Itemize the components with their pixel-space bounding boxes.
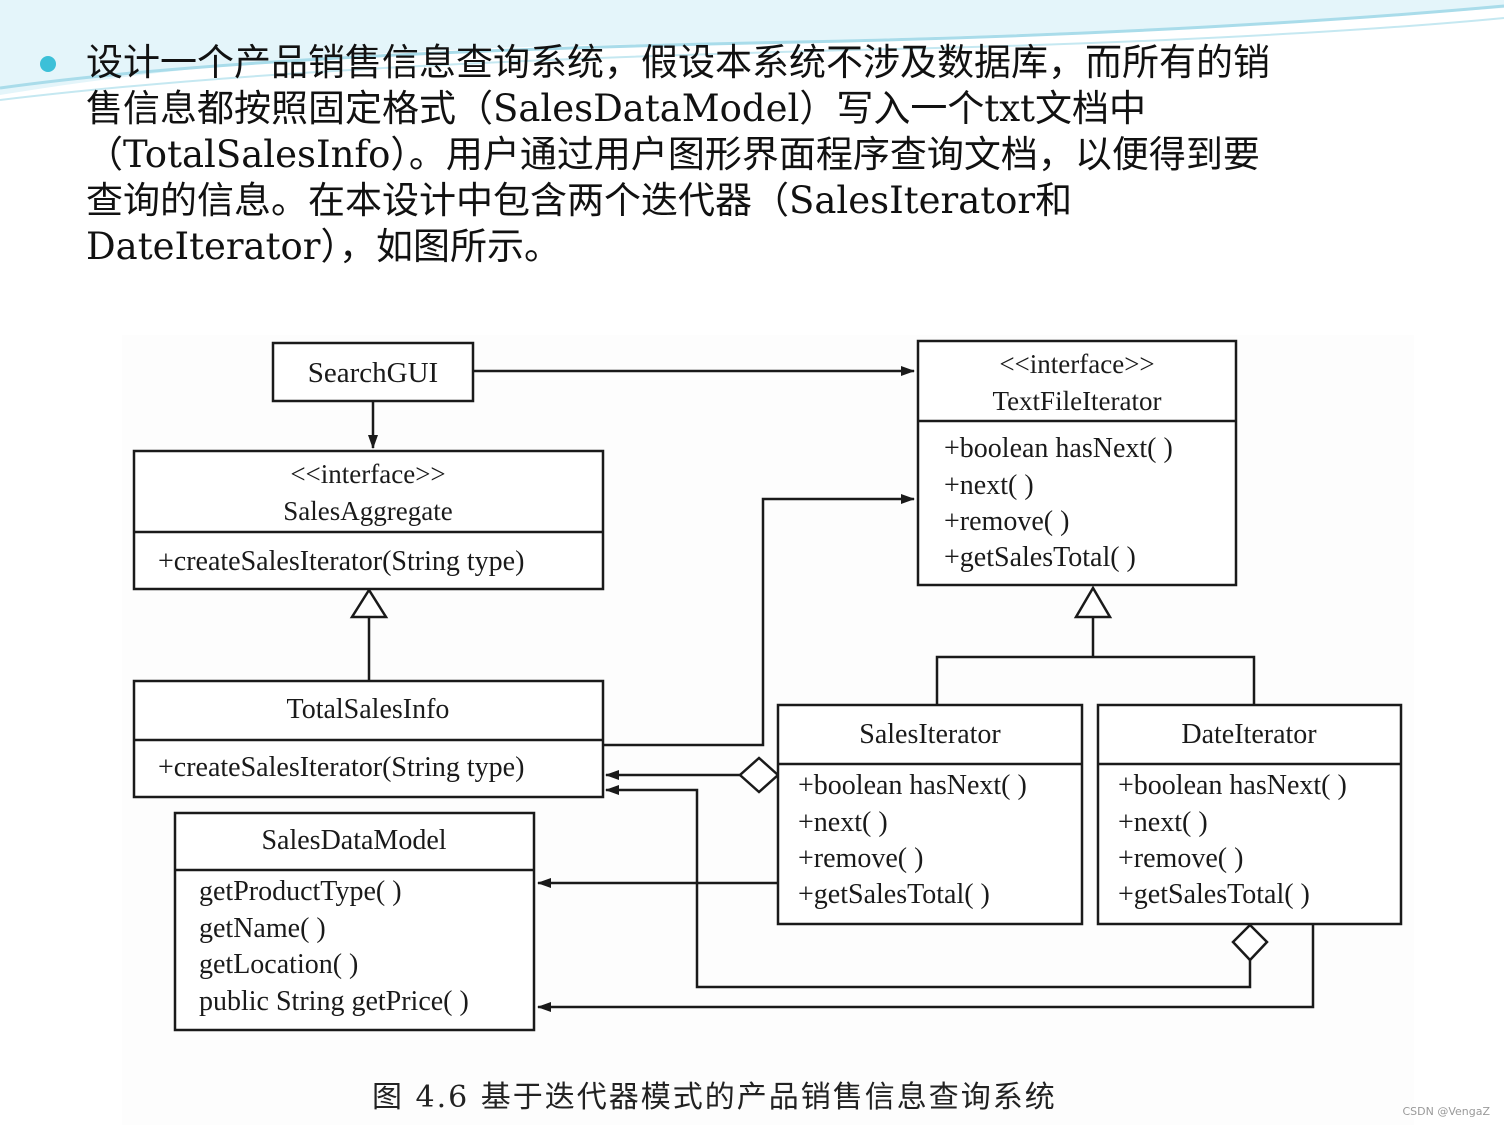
description-line: 查询的信息。在本设计中包含两个迭代器（SalesIterator和 <box>86 179 1073 222</box>
description-line: 设计一个产品销售信息查询系统，假设本系统不涉及数据库，而所有的销 <box>86 41 1270 84</box>
realization-triangle-icon <box>1073 585 1113 619</box>
figure-caption: 图 4.6 基于迭代器模式的产品销售信息查询系统 <box>372 1080 1057 1115</box>
method-label: +createSalesIterator(String type) <box>158 546 524 577</box>
class-salesdatamodel: SalesDataModel getProductType( ) getName… <box>173 811 536 1032</box>
method-label: +getSalesTotal( ) <box>1118 879 1310 910</box>
class-name: DateIterator <box>1181 719 1317 750</box>
aggregation-diamond-icon <box>738 756 780 794</box>
stereotype-label: <<interface>> <box>290 459 445 489</box>
class-salesaggregate: <<interface>> SalesAggregate +createSale… <box>132 449 605 591</box>
method-label: +remove( ) <box>798 843 923 874</box>
method-label: getProductType( ) <box>199 876 402 907</box>
method-label: +createSalesIterator(String type) <box>158 752 524 783</box>
method-label: getLocation( ) <box>199 949 358 980</box>
realization-iterators <box>935 655 1256 704</box>
method-label: getName( ) <box>199 913 326 944</box>
class-totalsalesinfo: TotalSalesInfo +createSalesIterator(Stri… <box>132 679 605 799</box>
method-label: +boolean hasNext( ) <box>798 770 1027 801</box>
stereotype-label: <<interface>> <box>999 349 1154 379</box>
description-line: DateIterator），如图所示。 <box>86 225 561 268</box>
method-label: +remove( ) <box>1118 843 1243 874</box>
class-name: SalesDataModel <box>261 825 446 856</box>
class-searchgui: SearchGUI <box>271 341 475 403</box>
method-label: +remove( ) <box>944 506 1069 537</box>
realization-triangle-icon <box>349 587 389 619</box>
method-label: +next( ) <box>798 807 888 838</box>
class-dateiterator: DateIterator +boolean hasNext( ) +next( … <box>1096 703 1403 926</box>
method-label: +next( ) <box>1118 807 1208 838</box>
dependency-dateiterator-salesdatamodel <box>537 925 1315 1012</box>
method-label: +boolean hasNext( ) <box>1118 770 1347 801</box>
description-line: （TotalSalesInfo）。用户通过用户图形界面程序查询文档，以便得到要 <box>86 133 1260 176</box>
class-name: SalesAggregate <box>283 496 452 526</box>
method-label: +next( ) <box>944 470 1034 501</box>
association-totalsalesinfo-textfileiterator <box>603 494 915 747</box>
class-name: SalesIterator <box>859 719 1001 750</box>
class-name: SearchGUI <box>308 357 438 389</box>
method-label: public String getPrice( ) <box>199 986 469 1017</box>
class-name: TotalSalesInfo <box>287 694 450 725</box>
bullet-icon <box>40 56 56 72</box>
method-label: +getSalesTotal( ) <box>944 542 1136 573</box>
class-textfileiterator: <<interface>> TextFileIterator +boolean … <box>916 339 1238 587</box>
class-name: TextFileIterator <box>992 386 1161 416</box>
slide-header-wave <box>0 0 1504 101</box>
description-paragraph: 设计一个产品销售信息查询系统，假设本系统不涉及数据库，而所有的销 售信息都按照固… <box>86 40 1456 270</box>
method-label: +boolean hasNext( ) <box>944 433 1173 464</box>
class-salesiterator: SalesIterator +boolean hasNext( ) +next(… <box>776 703 1084 926</box>
aggregation-dateiterator-totalsalesinfo <box>605 785 1252 989</box>
description-line: 售信息都按照固定格式（SalesDataModel）写入一个txt文档中 <box>86 87 1146 130</box>
aggregation-diamond-icon <box>1231 923 1269 962</box>
watermark: CSDN @VengaZ <box>1402 1105 1490 1118</box>
method-label: +getSalesTotal( ) <box>798 879 990 910</box>
